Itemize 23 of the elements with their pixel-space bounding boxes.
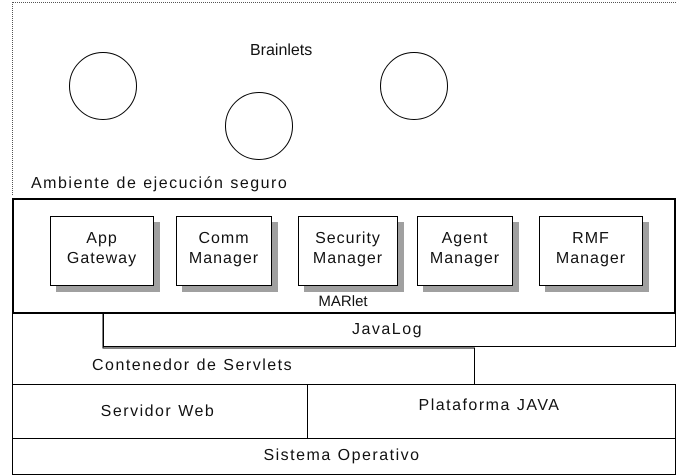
layer-box	[12, 313, 475, 385]
module-box	[176, 216, 272, 286]
secure-environment-region	[12, 2, 676, 195]
layer-label: Contenedor de Servlets	[92, 357, 294, 375]
module-name: Security Manager	[312, 229, 384, 269]
layer-label: Plataforma JAVA	[418, 397, 562, 415]
module-name: App Gateway	[66, 229, 138, 269]
layer-label: Sistema Operativo	[262, 447, 422, 465]
layer-label: Servidor Web	[100, 403, 216, 421]
group-label: Brainlets	[250, 42, 312, 60]
marlet-frame	[12, 198, 676, 314]
module-name: Agent Manager	[428, 229, 502, 269]
module-box	[539, 216, 643, 286]
module-name: RMF Manager	[554, 229, 628, 269]
module-box	[50, 216, 154, 286]
module-name: Comm Manager	[188, 229, 260, 269]
layer-box	[12, 438, 676, 475]
layer-label: MARlet	[317, 293, 369, 310]
layer-label: Ambiente de ejecución seguro	[31, 175, 288, 193]
layer-box	[103, 313, 676, 347]
layer-label: JavaLog	[351, 321, 424, 339]
module-box	[417, 216, 513, 286]
module-box	[298, 216, 398, 286]
